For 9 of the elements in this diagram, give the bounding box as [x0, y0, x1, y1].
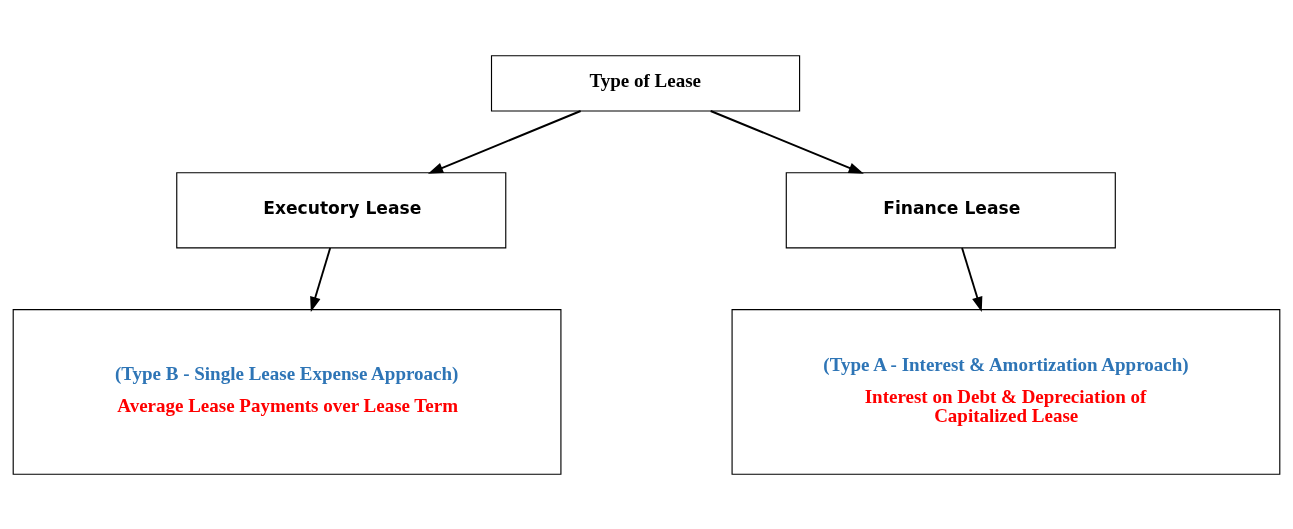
node-box: Executory Lease — [176, 171, 507, 248]
node-box: Type of Lease — [490, 54, 801, 112]
node-box: (Type A - Interest & Amortization Approach) Interest on Debt & Depreciation of Capitalized Lease — [731, 308, 1281, 475]
arrow — [961, 246, 983, 312]
arrow — [709, 109, 864, 174]
node-box: (Type B - Single Lease Expense Approach) Average Lease Payments over Lease Term — [12, 308, 562, 475]
arrow — [310, 246, 332, 312]
arrow — [427, 109, 582, 174]
node-box: Finance Lease — [785, 171, 1116, 248]
